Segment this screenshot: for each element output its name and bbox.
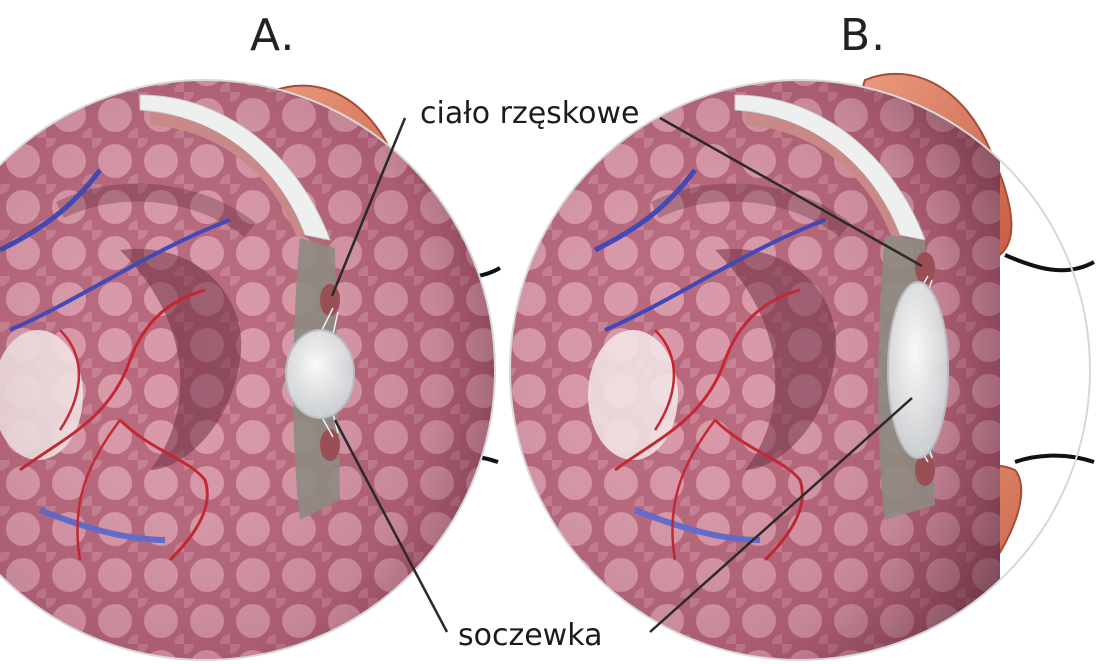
ciliary-body-upper: [915, 252, 935, 284]
panel-label-b: B.: [840, 10, 886, 61]
lens-b: [888, 282, 948, 458]
lower-eyelash: [1015, 456, 1094, 462]
label-lens: soczewka: [458, 618, 602, 653]
ciliary-body-lower: [320, 429, 340, 461]
eye-panel-b: [500, 74, 1094, 664]
label-ciliary-body: ciało rzęskowe: [420, 96, 639, 131]
eye-panel-a: [0, 80, 500, 664]
upper-eyelash: [1005, 255, 1094, 270]
ciliary-body-upper: [320, 284, 340, 316]
lens-a: [286, 330, 354, 418]
panel-label-a: A.: [250, 10, 295, 61]
